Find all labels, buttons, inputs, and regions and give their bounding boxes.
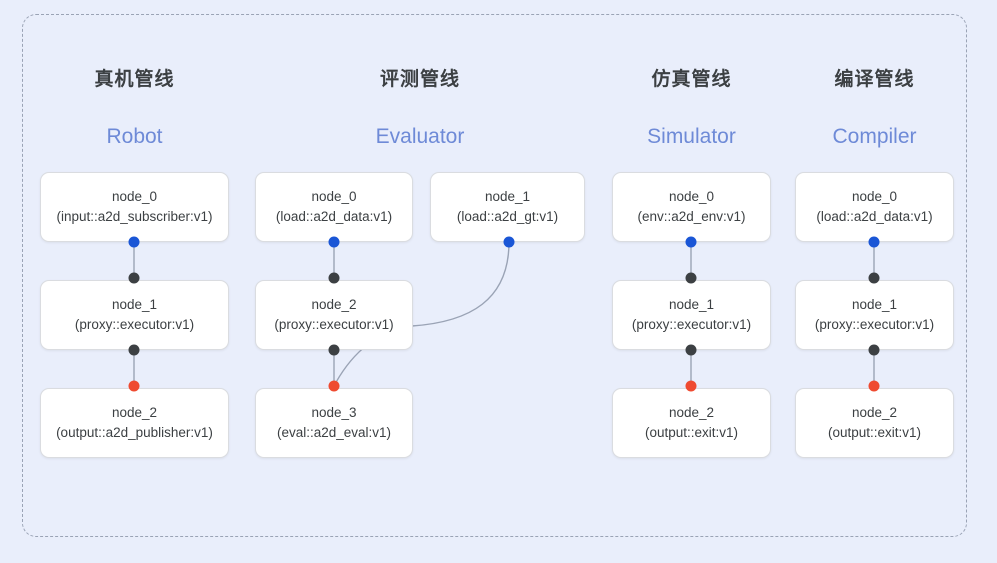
port-in-simulator-0[interactable] [685, 236, 697, 248]
node-robot-1[interactable]: node_1 (proxy::executor:v1) [40, 280, 229, 350]
node-type: (output::a2d_publisher:v1) [56, 425, 213, 440]
port-in-compiler-0[interactable] [868, 236, 880, 248]
column-title-cn-simulator: 仿真管线 [651, 69, 732, 90]
column-title-en-robot: Robot [106, 125, 163, 148]
port-mid-compiler-1-bottom[interactable] [868, 344, 880, 356]
node-evaluator-1[interactable]: node_1 (load::a2d_gt:v1) [430, 172, 585, 242]
port-in-evaluator-1[interactable] [503, 236, 515, 248]
node-simulator-0[interactable]: node_0 (env::a2d_env:v1) [612, 172, 771, 242]
node-name: node_0 [851, 189, 898, 205]
node-type: (load::a2d_gt:v1) [456, 209, 559, 224]
column-title-en-evaluator: Evaluator [375, 125, 465, 148]
port-mid-simulator-1-top[interactable] [685, 272, 697, 284]
column-title-en-compiler: Compiler [832, 125, 917, 148]
port-mid-evaluator-2-top[interactable] [328, 272, 340, 284]
node-evaluator-0[interactable]: node_0 (load::a2d_data:v1) [255, 172, 413, 242]
node-type: (output::exit:v1) [644, 425, 739, 440]
pipeline-column-simulator: 仿真管线 Simulator node_0 (env::a2d_env:v1) … [612, 0, 771, 563]
column-title-cn-robot: 真机管线 [94, 69, 175, 90]
node-type: (load::a2d_data:v1) [816, 209, 933, 224]
node-name: node_0 [668, 189, 715, 205]
node-simulator-2[interactable]: node_2 (output::exit:v1) [612, 388, 771, 458]
node-type: (proxy::executor:v1) [274, 317, 394, 332]
node-robot-2[interactable]: node_2 (output::a2d_publisher:v1) [40, 388, 229, 458]
node-name: node_0 [311, 189, 357, 205]
node-type: (proxy::executor:v1) [631, 317, 752, 332]
node-robot-0[interactable]: node_0 (input::a2d_subscriber:v1) [40, 172, 229, 242]
port-out-evaluator-3[interactable] [328, 380, 340, 392]
node-name: node_3 [311, 405, 357, 421]
port-mid-robot-1-bottom[interactable] [128, 344, 140, 356]
pipeline-column-evaluator: 评测管线 Evaluator node_0 (load::a2d_data:v1… [255, 0, 585, 563]
node-type: (env::a2d_env:v1) [637, 209, 746, 224]
node-type: (output::exit:v1) [827, 425, 922, 440]
node-compiler-1[interactable]: node_1 (proxy::executor:v1) [795, 280, 954, 350]
node-name: node_1 [851, 297, 898, 313]
port-in-robot-0[interactable] [128, 236, 140, 248]
port-out-simulator-2[interactable] [685, 380, 697, 392]
node-evaluator-2[interactable]: node_2 (proxy::executor:v1) [255, 280, 413, 350]
port-mid-compiler-1-top[interactable] [868, 272, 880, 284]
column-title-en-simulator: Simulator [647, 125, 736, 148]
node-name: node_1 [484, 189, 531, 205]
node-compiler-0[interactable]: node_0 (load::a2d_data:v1) [795, 172, 954, 242]
node-name: node_2 [668, 405, 715, 421]
node-type: (load::a2d_data:v1) [275, 209, 393, 224]
node-type: (proxy::executor:v1) [814, 317, 935, 332]
node-type: (proxy::executor:v1) [74, 317, 195, 332]
node-type: (input::a2d_subscriber:v1) [56, 209, 213, 224]
pipeline-column-robot: 真机管线 Robot node_0 (input::a2d_subscriber… [40, 0, 229, 563]
port-mid-simulator-1-bottom[interactable] [685, 344, 697, 356]
node-compiler-2[interactable]: node_2 (output::exit:v1) [795, 388, 954, 458]
pipeline-column-compiler: 编译管线 Compiler node_0 (load::a2d_data:v1)… [795, 0, 954, 563]
node-type: (eval::a2d_eval:v1) [276, 425, 392, 440]
node-name: node_1 [668, 297, 715, 313]
port-mid-robot-1-top[interactable] [128, 272, 140, 284]
port-out-robot-2[interactable] [128, 380, 140, 392]
node-name: node_2 [311, 297, 357, 313]
port-mid-evaluator-2-bottom[interactable] [328, 344, 340, 356]
port-in-evaluator-0[interactable] [328, 236, 340, 248]
column-title-cn-evaluator: 评测管线 [379, 69, 460, 90]
node-evaluator-3[interactable]: node_3 (eval::a2d_eval:v1) [255, 388, 413, 458]
node-name: node_1 [111, 297, 158, 313]
node-name: node_2 [111, 405, 158, 421]
node-name: node_2 [851, 405, 898, 421]
node-name: node_0 [111, 189, 158, 205]
column-title-cn-compiler: 编译管线 [834, 69, 915, 90]
port-out-compiler-2[interactable] [868, 380, 880, 392]
node-simulator-1[interactable]: node_1 (proxy::executor:v1) [612, 280, 771, 350]
